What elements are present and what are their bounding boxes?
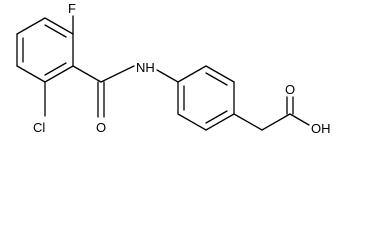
ring-a-bond (16, 65, 46, 83)
carbonyl-oxygen-label: O (96, 120, 106, 135)
chemical-structure: F Cl O NH O OH (16, 1, 331, 136)
ch2-carboxyl-bond (261, 113, 291, 131)
ring-b-bond (205, 113, 235, 131)
ring-a-bond (44, 17, 74, 35)
ring-a-bond (16, 17, 46, 35)
acid-carbonyl-oxygen-label: O (285, 82, 295, 97)
chlorine-label: Cl (33, 120, 45, 135)
fluorine-label: F (68, 1, 76, 16)
ring-b-bond (177, 113, 207, 131)
ring-b-double-bond (205, 110, 228, 124)
ring-b-bond (205, 65, 235, 83)
phenylene-ring (177, 65, 235, 131)
n-ring-bond (156, 69, 179, 83)
ring-a-double-bond (44, 62, 67, 76)
amide-nh-label: NH (136, 60, 155, 75)
ring-a-bond (44, 65, 74, 83)
ring-carbonyl-bond (72, 65, 102, 83)
carboxyl-oh-bond (289, 113, 310, 126)
carbonyl-n-bond (100, 65, 135, 83)
ring-b-double-bond (205, 72, 228, 86)
ring-a-double-bond (44, 24, 67, 38)
ring-b-bond (177, 65, 207, 83)
chlorofluorophenyl-ring (16, 17, 74, 83)
ring-ch2-bond (233, 113, 263, 131)
hydroxyl-label: OH (311, 121, 331, 136)
